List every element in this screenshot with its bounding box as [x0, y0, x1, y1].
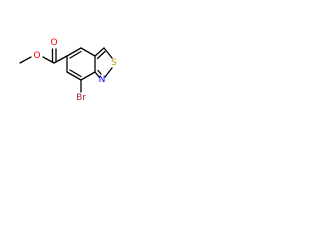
bond-nitrogen-ring-inner — [97, 69, 102, 75]
atom-label-ester-oxygen: O — [33, 51, 40, 61]
bond-c3-upper — [94, 47, 105, 57]
bond-ring-1 — [66, 47, 82, 57]
bond-c3-upper-inner — [96, 50, 106, 60]
bond-ring-5-inner — [69, 69, 82, 78]
bond-ring-5 — [66, 71, 82, 81]
chemical-structure: O O S N Br — [19, 38, 117, 103]
atom-label-carbonyl-oxygen: O — [50, 38, 57, 48]
atom-label-bromine: Br — [76, 93, 86, 103]
bonds — [19, 47, 113, 93]
bond-methyl-oxygen — [19, 56, 32, 64]
bond-carbonyl-ring — [53, 55, 68, 64]
atom-labels: O O S N Br — [33, 38, 117, 103]
bond-ring-2 — [80, 47, 96, 57]
atom-label-sulfur: S — [111, 58, 117, 68]
atom-label-nitrogen: N — [99, 75, 106, 85]
bond-c3-sulfur — [103, 47, 113, 59]
bond-sulfur-nitrogen — [104, 67, 113, 78]
bond-ring-4 — [80, 71, 96, 81]
bond-ring-1-inner — [69, 50, 82, 59]
bond-nitrogen-ring — [94, 71, 100, 78]
